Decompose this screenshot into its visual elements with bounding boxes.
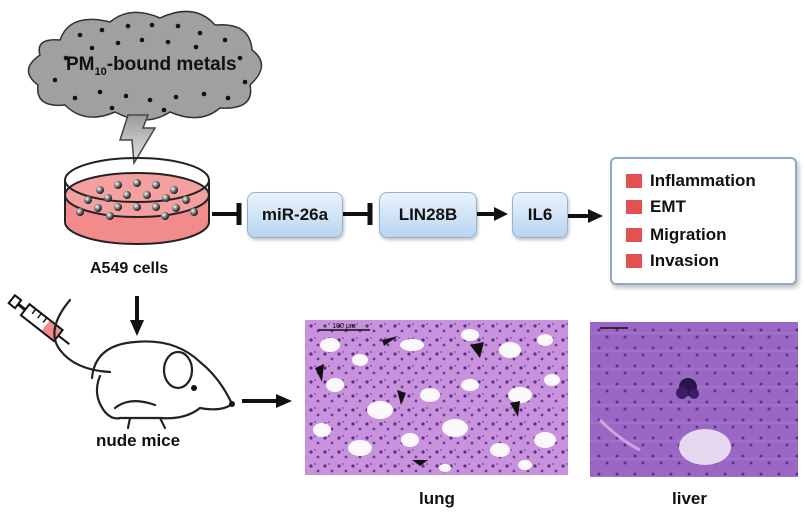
mice-label: nude mice bbox=[96, 431, 181, 450]
outcome-item: EMT bbox=[626, 197, 686, 217]
lung-scale-bar: 100 μm bbox=[332, 323, 356, 330]
outcome-item: Migration bbox=[626, 225, 727, 245]
source-label: PM10-bound metals bbox=[66, 54, 237, 78]
cloud-icon bbox=[27, 10, 263, 121]
lung-caption: lung bbox=[419, 489, 455, 508]
syringe-icon bbox=[7, 293, 70, 345]
outcome-box: Inflammation EMT Migration Invasion bbox=[610, 157, 797, 285]
liver-caption: liver bbox=[672, 489, 707, 508]
lightning-arrow-icon bbox=[118, 114, 157, 166]
mouse-icon bbox=[53, 298, 234, 430]
node-il6: IL6 bbox=[512, 192, 568, 238]
petri-dish-icon bbox=[64, 157, 210, 245]
outcome-item: Invasion bbox=[626, 251, 719, 271]
outcome-item: Inflammation bbox=[626, 171, 756, 191]
node-lin28b: LIN28B bbox=[379, 192, 477, 238]
inhibit-arrow-1 bbox=[212, 203, 242, 225]
mouse-nose bbox=[229, 401, 235, 407]
arrow-il6-outcomes bbox=[567, 209, 603, 223]
inhibit-arrow-2 bbox=[343, 203, 373, 225]
bullet-square-icon bbox=[626, 254, 642, 268]
node-mir26a: miR-26a bbox=[247, 192, 343, 238]
bullet-square-icon bbox=[626, 200, 642, 214]
liver-histology-image bbox=[590, 322, 798, 477]
bullet-square-icon bbox=[626, 174, 642, 188]
mouse-eye bbox=[191, 385, 197, 391]
arrow-mice-histology bbox=[242, 394, 292, 408]
lung-histology-image: 100 μm bbox=[305, 320, 568, 475]
arrow-cells-mice bbox=[130, 296, 144, 336]
arrow-lin28b-il6 bbox=[476, 207, 508, 221]
bullet-square-icon bbox=[626, 228, 642, 242]
cells-label: A549 cells bbox=[90, 260, 169, 277]
